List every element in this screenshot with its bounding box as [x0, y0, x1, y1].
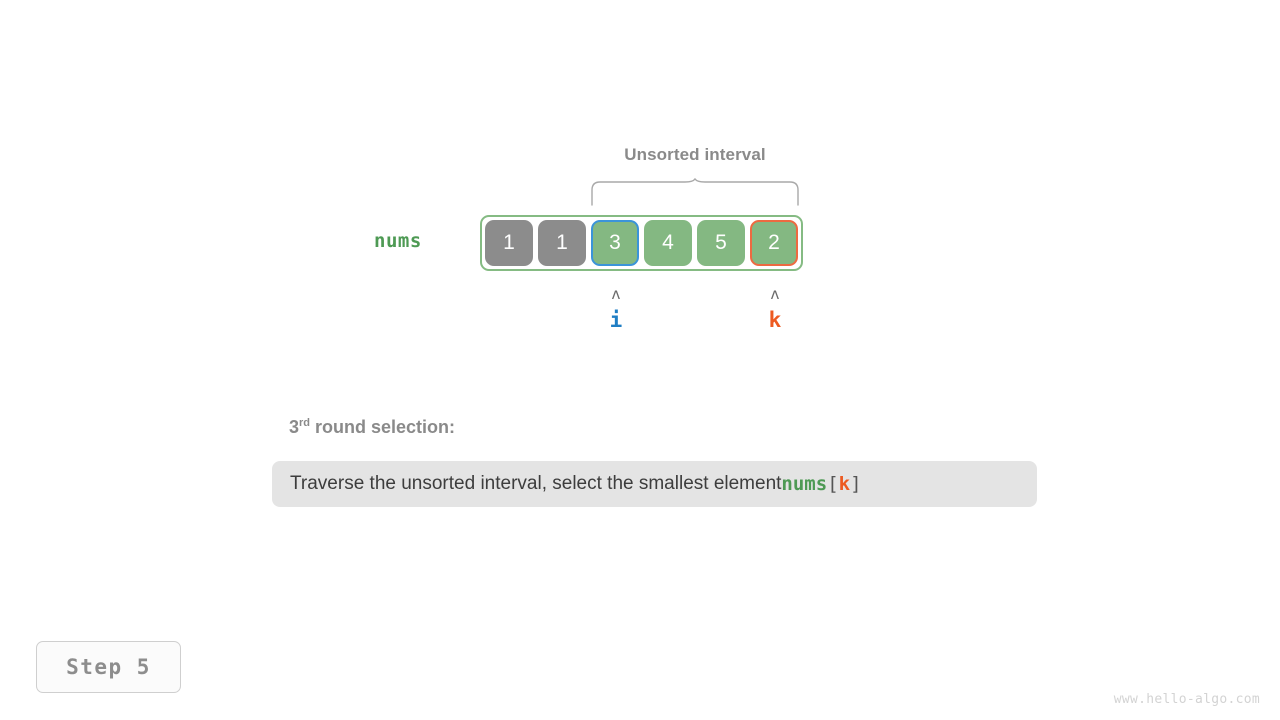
code-index-k: k [838, 473, 851, 495]
array-cell[interactable]: 1 [485, 220, 533, 266]
pointer-i-label: i [609, 308, 623, 332]
array-cell[interactable]: 1 [538, 220, 586, 266]
array-variable-label: nums [374, 230, 422, 252]
watermark: www.hello-algo.com [1113, 692, 1260, 707]
array-cell[interactable]: 3 [591, 220, 639, 266]
array-cell[interactable]: 5 [697, 220, 745, 266]
code-bracket-close: ] [850, 473, 862, 495]
pointer-k-label: k [768, 308, 782, 332]
caret-up-icon: ʌ [770, 285, 780, 303]
round-ordinal-suffix: rd [299, 417, 311, 429]
pointer-i: ʌ i [596, 287, 636, 331]
caret-up-icon: ʌ [611, 285, 621, 303]
array-cell[interactable]: 4 [644, 220, 692, 266]
code-bracket-open: [ [827, 473, 839, 495]
interval-brace-icon [591, 178, 799, 206]
array-container: 1 1 3 4 5 2 [480, 215, 803, 271]
step-badge: Step 5 [36, 641, 181, 693]
description-text: Traverse the unsorted interval, select t… [290, 473, 782, 494]
round-caption-text: round selection: [310, 417, 456, 437]
round-number: 3 [289, 417, 300, 437]
array-cell[interactable]: 2 [750, 220, 798, 266]
description-box: Traverse the unsorted interval, select t… [272, 461, 1037, 507]
round-caption: 3rd round selection: [289, 417, 455, 438]
pointer-k: ʌ k [755, 287, 795, 331]
unsorted-interval-label: Unsorted interval [624, 145, 766, 164]
code-nums: nums [781, 473, 828, 495]
